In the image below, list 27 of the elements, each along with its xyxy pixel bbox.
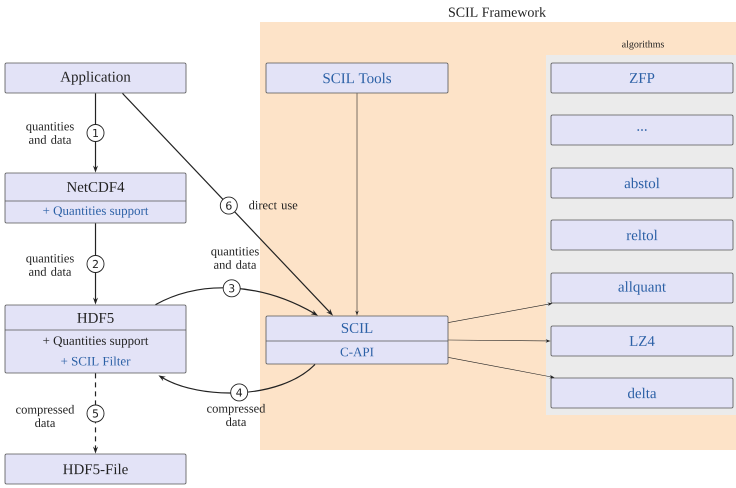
node-label: algorithms (622, 40, 664, 50)
flow-label: direct use (249, 200, 298, 210)
component-box: SCIL Tools (266, 62, 448, 94)
flow-label: quantities and data (211, 247, 259, 269)
component-box: Application (4, 62, 186, 94)
flow-label: compressed data (207, 404, 266, 426)
edge-label: 4 (230, 384, 248, 402)
edge-label: 2 (86, 255, 104, 273)
component-box: NetCDF4 + Quantities support (4, 172, 186, 224)
algorithm-box: abstol (550, 168, 734, 198)
edge-label: 5 (86, 404, 104, 422)
edge-label: 6 (220, 196, 238, 215)
node-label: SCIL Framework (448, 7, 546, 17)
component-box: HDF5-File (4, 454, 186, 484)
edge-label: 3 (222, 279, 241, 298)
flow-label: quantities and data (26, 122, 74, 144)
flow-label: compressed data (16, 404, 74, 428)
component-box: HDF5 + Quantities support + SCIL Filter (4, 304, 186, 374)
flow-label: quantities and data (26, 254, 74, 276)
component-box: SCIL C-API (266, 316, 448, 364)
algorithm-box: reltol (550, 220, 734, 250)
algorithm-box: delta (550, 378, 734, 408)
algorithm-box: allquant (550, 272, 734, 304)
edge-label: 1 (86, 124, 104, 142)
algorithm-box: ZFP (550, 62, 734, 94)
algorithm-box: ... (550, 114, 734, 146)
algorithm-box: LZ4 (550, 326, 734, 356)
